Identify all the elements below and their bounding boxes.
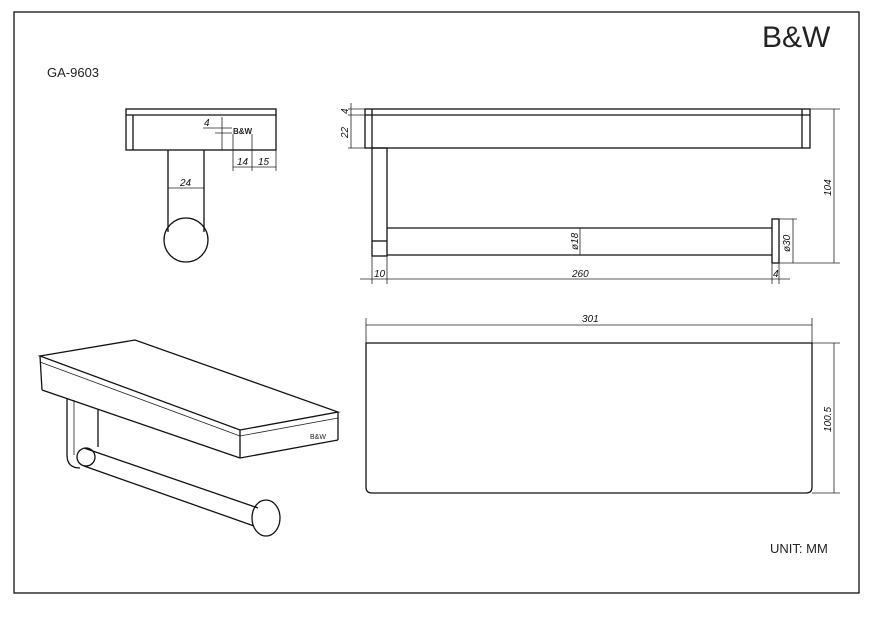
dim-engrave-offset: 14 xyxy=(237,157,249,168)
dim-cap-diameter: ø30 xyxy=(782,234,793,252)
side-view: 24 4 B&W 14 15 xyxy=(125,108,277,263)
dim-post-width: 24 xyxy=(179,178,192,189)
brand-logo: B&W xyxy=(762,21,831,54)
dim-width: 301 xyxy=(582,314,599,325)
dim-engrave-height: 4 xyxy=(204,118,210,129)
iso-view: B&W xyxy=(37,339,341,537)
dim-cap-thickness: 4 xyxy=(773,269,779,280)
dim-rod-length: 260 xyxy=(571,269,589,280)
dim-shelf-height: 22 xyxy=(340,126,351,139)
dim-rod-diameter: ø18 xyxy=(570,232,581,250)
dim-depth: 100.5 xyxy=(823,407,834,432)
plan-view: 301 100.5 xyxy=(365,314,840,494)
dim-total-height: 104 xyxy=(823,179,834,196)
dim-edge-offset: 15 xyxy=(258,157,270,168)
unit-label: UNIT: MM xyxy=(770,541,828,556)
model-number: GA-9603 xyxy=(47,65,99,80)
dim-plate-thickness: 4 xyxy=(340,108,351,114)
dim-post-depth: 10 xyxy=(374,269,386,280)
front-view: 4 22 104 ø18 ø30 10 260 4 xyxy=(340,103,840,284)
drawing-frame xyxy=(13,11,860,594)
iso-engraving: B&W xyxy=(310,434,326,441)
side-engraving: B&W xyxy=(233,127,253,136)
